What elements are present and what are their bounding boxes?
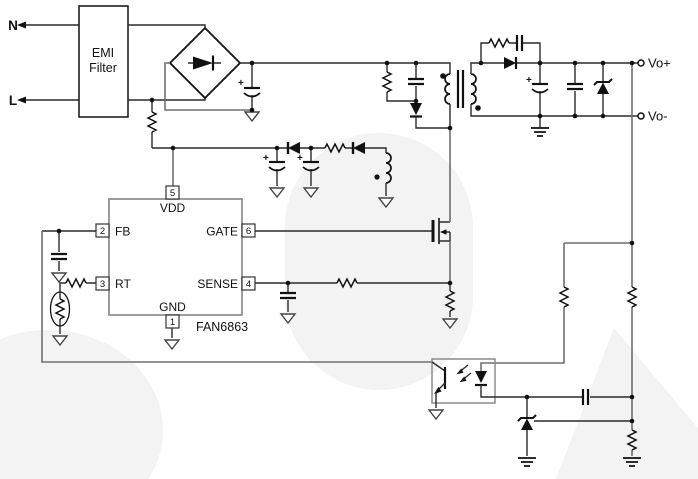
- pin-1-name: GND: [159, 300, 186, 314]
- clamp-diode-icon: [410, 103, 422, 115]
- opto-bias-resistor: [559, 286, 569, 308]
- power-mosfet: [255, 128, 451, 283]
- shunt-regulator: [517, 397, 632, 467]
- rt-resistor: [65, 278, 87, 288]
- light-arrow-icon: [456, 368, 464, 375]
- clamp-resistor: [382, 71, 392, 93]
- fb-capacitor: [49, 252, 69, 261]
- pin-6-name: GATE: [206, 225, 238, 239]
- pin-3-number: 3: [100, 279, 105, 290]
- opto-led: [475, 371, 527, 398]
- clamp-capacitor: [406, 77, 426, 86]
- ground-symbol: [428, 409, 444, 420]
- fb-network: [41, 230, 432, 363]
- ic-part-number: FAN6863: [196, 320, 248, 334]
- current-sense-network: [255, 278, 458, 329]
- emi-filter-label-1: EMI: [92, 46, 114, 60]
- vo-minus-label: Vo-: [648, 109, 668, 124]
- bridge-diode-icon: [193, 56, 213, 70]
- optocoupler: [428, 358, 527, 420]
- ground-symbol: [51, 272, 67, 283]
- controller-ic: 5 VDD 2 FB 3 RT 6 GATE 4 SENSE 1 GND FAN…: [95, 185, 256, 350]
- auxiliary-winding: [374, 152, 394, 208]
- output-rectifier-diode: [504, 57, 518, 69]
- pin-1-number: 1: [170, 317, 175, 328]
- secondary-polarity-dot: [475, 105, 481, 111]
- pin-5-box: [165, 185, 180, 200]
- junction-dots: [56, 60, 635, 424]
- vo-minus-terminal: [637, 112, 645, 120]
- output-ceramic-capacitor: [565, 63, 585, 116]
- neutral-arrow-icon: [17, 21, 26, 29]
- ac-input-section: N L EMI Filter +: [8, 5, 451, 148]
- vdd-capacitor-1: +: [263, 148, 287, 198]
- output-electrolytic-capacitor: +: [526, 63, 550, 137]
- primary-winding: [444, 73, 451, 105]
- bridge-rectifier: [168, 26, 242, 100]
- snubber-capacitor: [515, 33, 524, 53]
- light-arrow-icon: [459, 376, 467, 383]
- feedback-network: [428, 63, 642, 467]
- emi-filter-box: EMI Filter: [78, 5, 129, 118]
- polarity-mark: +: [526, 75, 532, 86]
- background-watermark: [0, 133, 698, 479]
- vo-plus-label: Vo+: [648, 56, 671, 71]
- secondary-winding: [470, 73, 477, 105]
- winding-polarity-dot: [374, 174, 380, 180]
- ic-body: [108, 198, 243, 316]
- phototransistor-emitter-arrow-icon: [434, 386, 442, 394]
- emi-filter-label-2: Filter: [89, 61, 117, 75]
- fb-feedback-wire: [41, 231, 432, 363]
- optocoupler-body: [431, 358, 496, 404]
- bulk-capacitor: +: [238, 63, 262, 110]
- ground-symbol: [530, 127, 550, 137]
- pin-5-number: 5: [170, 188, 175, 199]
- pin-3-name: RT: [115, 277, 131, 291]
- primary-polarity-dot: [440, 73, 446, 79]
- pin-4-name: SENSE: [197, 277, 238, 291]
- pin-4-number: 4: [246, 279, 251, 290]
- divider-upper-resistor: [627, 286, 637, 308]
- neutral-label: N: [8, 18, 18, 33]
- polarity-mark: +: [238, 78, 244, 89]
- snubber-resistor: [488, 38, 510, 48]
- polarity-mark: +: [263, 153, 269, 164]
- transformer-core: [456, 70, 465, 108]
- pin-6-number: 6: [246, 226, 251, 237]
- line-label: L: [9, 93, 17, 108]
- ground-symbol: [517, 457, 537, 467]
- flyback-transformer: [440, 62, 638, 128]
- ground-symbol: [269, 187, 285, 198]
- rcd-clamp-snubber: [382, 63, 450, 129]
- bridge-negative-wire: [164, 62, 252, 111]
- ground-symbol: [164, 339, 180, 350]
- vdd-capacitor-2: +: [297, 148, 321, 198]
- rt-network: [49, 278, 96, 346]
- vo-plus-terminal: [637, 59, 645, 67]
- output-rc-snubber: [480, 33, 541, 63]
- mosfet-body-arrow-icon: [440, 229, 447, 235]
- output-section: + Vo+ Vo-: [480, 33, 671, 137]
- startup-resistor: [147, 100, 157, 148]
- pin-2-name: FB: [115, 225, 130, 239]
- pin-2-number: 2: [100, 226, 105, 237]
- output-zener-clamp: [593, 63, 613, 116]
- line-arrow-icon: [17, 96, 26, 104]
- pin-5-name: VDD: [160, 201, 186, 215]
- polarity-mark: +: [297, 153, 303, 164]
- ground-symbol: [244, 111, 260, 122]
